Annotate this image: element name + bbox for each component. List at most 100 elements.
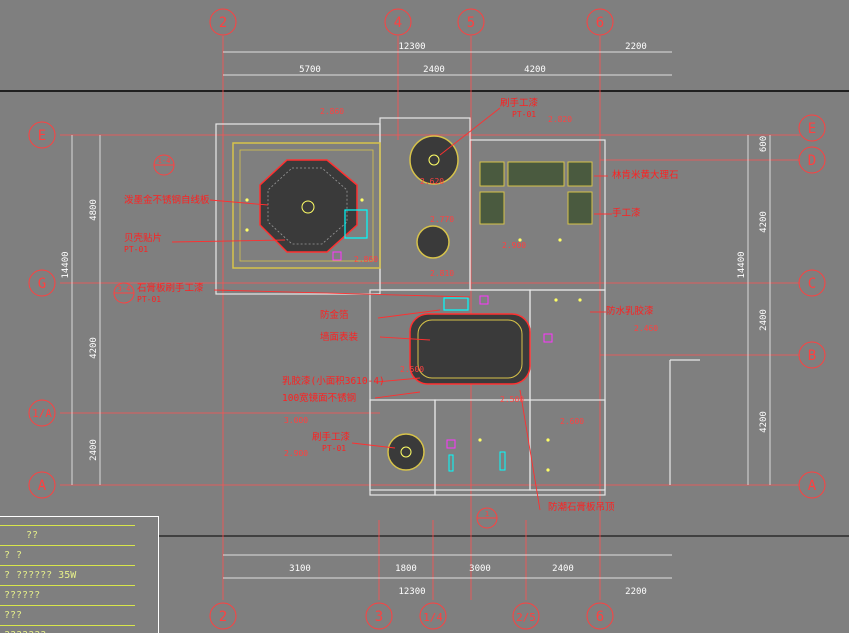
dim-bottom-seg-4: 2400 (552, 564, 574, 574)
axis-right-3: C (808, 276, 816, 292)
dim-right-seg-3: 2400 (759, 309, 769, 331)
axis-top-4: 6 (596, 15, 604, 31)
level-marks: 2.860 2.860 2.820 2.770 2.620 2.810 2.90… (284, 107, 658, 458)
level-5: 2.620 (420, 177, 444, 186)
callout-gypsum: 石膏板刷手工漆 (137, 282, 204, 294)
dim-left-total: 14400 (61, 251, 71, 278)
dim-top-seg-2: 2400 (423, 65, 445, 75)
legend-row: ? ? (0, 545, 135, 565)
section-markers (113, 154, 498, 529)
room-marble-panels (479, 161, 593, 225)
dim-right-seg-1: 600 (759, 136, 769, 152)
legend-text: ? ?????? 35W (4, 570, 77, 581)
callout-latex: 乳胶漆(小面积3610-4) (282, 375, 385, 387)
legend-text: ?????? (4, 590, 41, 601)
axis-right-5: A (808, 478, 817, 494)
level-6: 2.810 (430, 269, 454, 278)
level-9: 2.600 (560, 417, 584, 426)
legend-row: ?????? (0, 585, 135, 605)
dim-right-seg-4: 4200 (759, 411, 769, 433)
horizontal-grid-lines (60, 134, 800, 486)
section-1: 1-4 (158, 157, 171, 165)
axis-top-3: 5 (467, 15, 475, 31)
level-4: 2.770 (430, 215, 454, 224)
callout-paint-bottom-code: PT-01 (322, 444, 346, 453)
section-2: 3-4 (118, 285, 131, 293)
round-rooms (387, 135, 459, 471)
axis-labels: 2 4 5 6 2 3 1/4 2/5 6 E G 1/A A E D C B … (32, 15, 817, 625)
legend-text: ? ? (4, 550, 23, 561)
dim-left-seg-3: 2400 (89, 439, 99, 461)
magenta-markers (332, 251, 553, 449)
dim-top-right: 2200 (625, 42, 647, 52)
vertical-grid-lines (222, 36, 601, 600)
callout-shell-code: PT-01 (124, 245, 148, 254)
room-octagon-ceiling (232, 142, 381, 269)
level-7: 2.900 (502, 241, 526, 250)
axis-bubbles (28, 8, 826, 630)
axis-left-4: A (38, 478, 47, 494)
dim-left-seg-1: 4800 (89, 199, 99, 221)
axis-right-2: D (808, 153, 816, 169)
legend-text: ?? (26, 530, 39, 541)
level-2: 2.860 (354, 255, 378, 264)
dim-top-seg-1: 5700 (299, 65, 321, 75)
dimension-texts: 12300 5700 2400 4200 2200 3100 1800 3000… (61, 42, 769, 597)
dim-bottom-right: 2200 (625, 587, 647, 597)
dim-right-seg-2: 4200 (759, 211, 769, 233)
axis-bottom-5: 6 (596, 609, 604, 625)
legend-row: ?? (0, 525, 135, 545)
axis-top-2: 4 (394, 15, 402, 31)
axis-left-1: E (38, 128, 46, 144)
cyan-fixtures (448, 451, 506, 472)
dim-bottom-seg-3: 3000 (469, 564, 491, 574)
callout-labels: 泼墨金不锈钢自线板 贝壳贴片 PT-01 石膏板刷手工漆 PT-01 防金箔 墙… (124, 97, 679, 513)
callout-paint-bottom: 刷手工漆 (312, 431, 351, 443)
dimension-lines (71, 51, 771, 579)
leader-lines (171, 107, 612, 511)
legend-row: ??? (0, 605, 135, 625)
section-3: 1 (485, 510, 489, 518)
callout-paint-top: 刷手工漆 (500, 97, 539, 109)
axis-bottom-3: 1/4 (423, 611, 443, 624)
callout-moisture: 防潮石膏板吊顶 (548, 501, 615, 513)
legend-text: ??? (4, 610, 23, 621)
callout-waterproof: 防水乳胶漆 (606, 305, 654, 317)
axis-bottom-4: 2/5 (516, 611, 536, 624)
room-rounded-ceiling (409, 297, 531, 385)
callout-handpaint: 手工漆 (612, 207, 641, 219)
callout-steel: 100宽镜面不锈钢 (282, 392, 356, 404)
axis-left-2: G (38, 276, 46, 292)
dim-top-total: 12300 (398, 42, 425, 52)
callout-goldleaf: 防金箔 (320, 309, 349, 321)
axis-right-4: B (808, 348, 816, 364)
level-8: 2.500 (500, 395, 524, 404)
axis-right-1: E (808, 121, 816, 137)
dim-bottom-total: 12300 (398, 587, 425, 597)
level-10: 3.000 (284, 416, 308, 425)
dim-bottom-seg-2: 1800 (395, 564, 417, 574)
level-13: 2.500 (400, 365, 424, 374)
dim-top-seg-3: 4200 (524, 65, 546, 75)
dim-bottom-seg-1: 3100 (289, 564, 311, 574)
level-12: 2.460 (634, 324, 658, 333)
callout-paint-top-code: PT-01 (512, 110, 536, 119)
level-3: 2.820 (548, 115, 572, 124)
axis-bottom-1: 2 (219, 609, 227, 625)
callout-wall: 墙面表装 (320, 331, 359, 343)
callout-shell: 贝壳贴片 (124, 232, 162, 244)
axis-top-1: 2 (219, 15, 227, 31)
level-11: 2.900 (284, 449, 308, 458)
legend-row: ? ?????? 35W (0, 565, 135, 585)
callout-marble: 林肯米黄大理石 (612, 169, 679, 181)
level-1: 2.860 (320, 107, 344, 116)
axis-bottom-2: 3 (375, 609, 383, 625)
ceiling-light-fixtures (245, 198, 582, 472)
callout-gypsum-code: PT-01 (137, 295, 161, 304)
axis-left-3: 1/A (32, 407, 52, 420)
section-labels: 1-4 3-4 1 (118, 157, 489, 518)
dim-left-seg-2: 4200 (89, 337, 99, 359)
dim-right-total: 14400 (737, 251, 747, 278)
callout-trim: 泼墨金不锈钢自线板 (124, 194, 210, 206)
